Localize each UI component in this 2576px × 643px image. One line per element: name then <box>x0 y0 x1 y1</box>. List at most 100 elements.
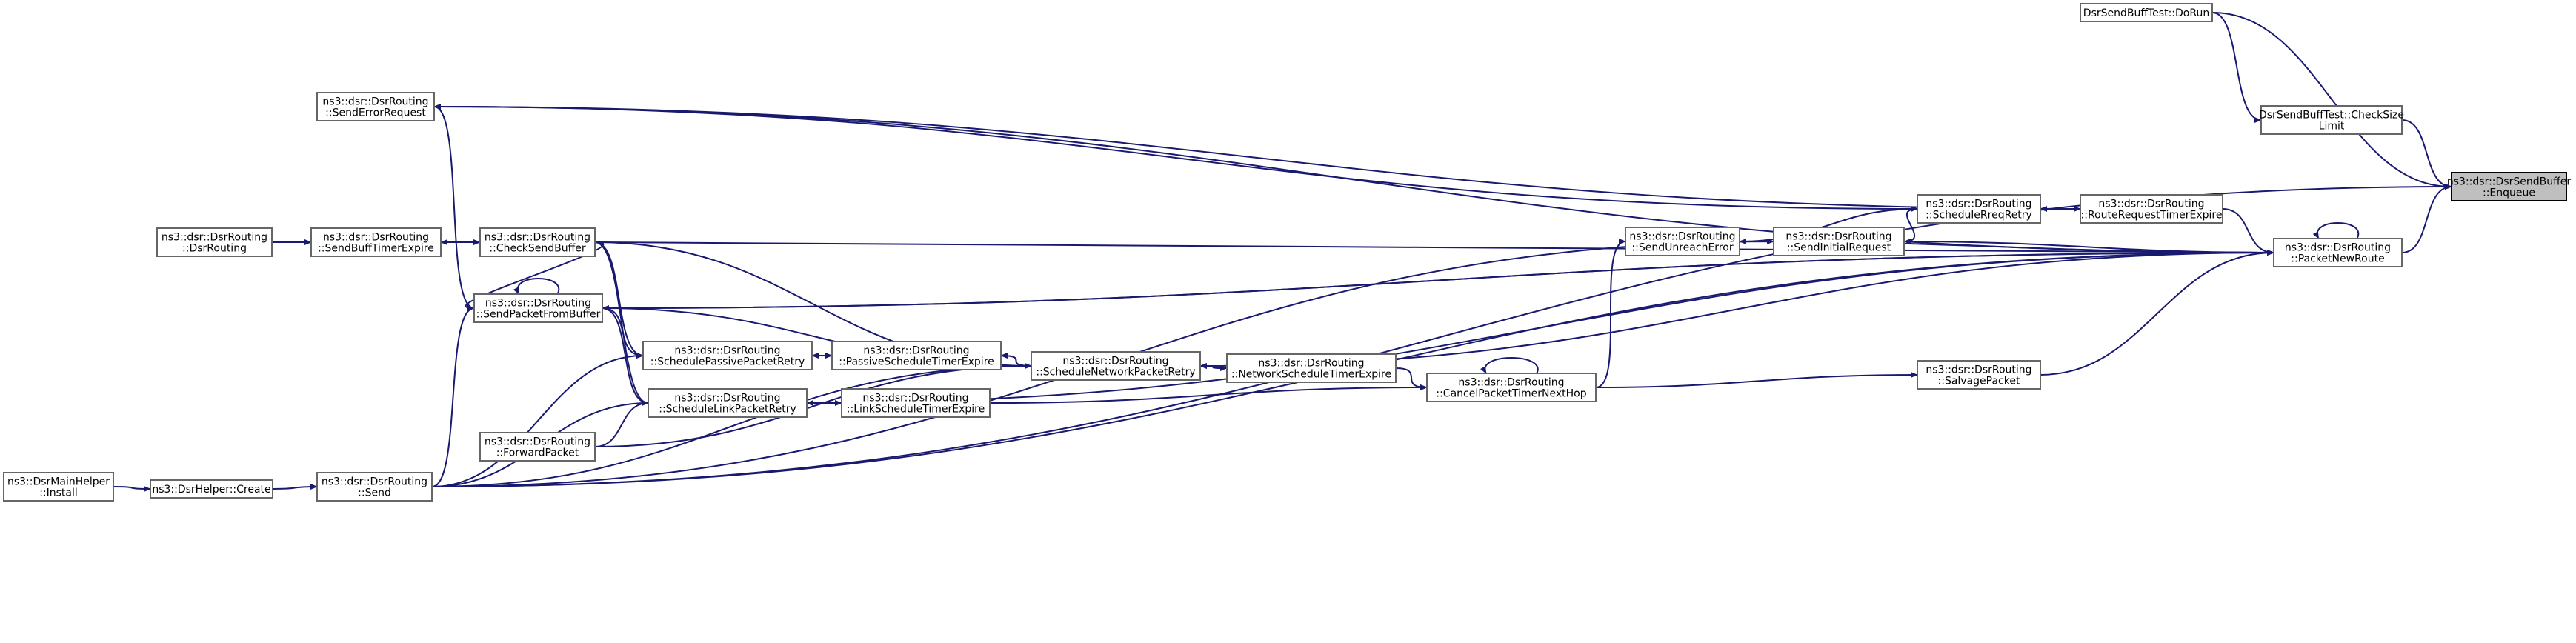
node-cancelPacketTimerNextHop[interactable]: ns3::dsr::DsrRouting::CancelPacketTimerN… <box>1426 373 1597 402</box>
node-label-line: ::Install <box>39 487 78 499</box>
call-edge-sendPacketFromBuffer-to-scheduleLinkPacketRetry <box>602 307 649 406</box>
node-label-line: ns3::dsr::DsrRouting <box>322 96 428 108</box>
node-label-line: ns3::dsr::DsrRouting <box>674 345 780 357</box>
node-box <box>841 388 991 418</box>
node-packetNewRoute[interactable]: ns3::dsr::DsrRouting::PacketNewRoute <box>2273 238 2403 267</box>
node-label-line: ns3::dsr::DsrRouting <box>862 393 968 404</box>
node-label-line: ::ForwardPacket <box>496 447 579 459</box>
node-enqueue[interactable]: ns3::dsr::DsrSendBuffer::Enqueue <box>2447 172 2571 201</box>
node-box <box>1426 373 1597 402</box>
node-box <box>1625 227 1740 256</box>
call-edge-scheduleRreqRetry-to-sendErrorRequest <box>433 104 1918 210</box>
node-box <box>2260 105 2403 135</box>
node-box <box>1226 353 1397 383</box>
node-label-line: ns3::dsr::DsrRouting <box>323 232 429 244</box>
node-box <box>1917 360 2041 390</box>
node-box <box>473 293 603 323</box>
node-label-line: ::SendUnreachError <box>1631 242 1733 254</box>
node-label-line: ::SendBuffTimerExpire <box>318 243 434 255</box>
call-edge-packetNewRoute-to-packetNewRoute <box>2312 222 2360 239</box>
node-label-line: ::ScheduleNetworkPacketRetry <box>1036 367 1195 379</box>
node-sendPacketFromBuffer[interactable]: ns3::dsr::DsrRouting::SendPacketFromBuff… <box>473 293 603 323</box>
node-label-line: ::RouteRequestTimerExpire <box>2081 210 2223 221</box>
node-label-line: ns3::dsr::DsrRouting <box>1062 356 1168 367</box>
node-dsrRouting[interactable]: ns3::dsr::DsrRouting::DsrRouting <box>156 227 273 257</box>
node-networkScheduleTimerExpire[interactable]: ns3::dsr::DsrRouting::NetworkScheduleTim… <box>1226 353 1397 383</box>
node-sendUnreachError[interactable]: ns3::dsr::DsrRouting::SendUnreachError <box>1625 227 1740 256</box>
node-label-line: ::NetworkScheduleTimerExpire <box>1231 369 1391 381</box>
node-box <box>648 388 808 418</box>
node-linkScheduleTimerExpire[interactable]: ns3::dsr::DsrRouting::LinkScheduleTimerE… <box>841 388 991 418</box>
call-edge-sendPacketFromBuffer-to-packetNewRoute <box>602 250 2274 309</box>
node-box <box>1917 194 2041 224</box>
node-label-line: ns3::dsr::DsrRouting <box>674 393 780 404</box>
node-box <box>479 432 596 462</box>
node-label-line: ns3::dsr::DsrRouting <box>1926 364 2031 376</box>
node-send[interactable]: ns3::dsr::DsrRouting::Send <box>316 472 433 502</box>
node-dsrHelperCreate[interactable]: ns3::DsrHelper::Create <box>150 479 273 499</box>
node-box <box>156 227 273 257</box>
call-edge-sendPacketFromBuffer-to-sendPacketFromBuffer <box>513 278 560 295</box>
node-scheduleRreqRetry[interactable]: ns3::dsr::DsrRouting::ScheduleRreqRetry <box>1917 194 2041 224</box>
call-edge-send-to-enqueue <box>431 184 2452 487</box>
node-label-line: ns3::DsrHelper::Create <box>152 484 270 496</box>
node-box <box>1031 351 1201 381</box>
node-label-line: ns3::dsr::DsrRouting <box>1629 231 1735 243</box>
node-label-line: DsrSendBuffTest::DoRun <box>2083 7 2209 19</box>
node-forwardPacket[interactable]: ns3::dsr::DsrRouting::ForwardPacket <box>479 432 596 462</box>
call-edge-send-to-sendPacketFromBuffer <box>431 305 475 487</box>
node-label-line: ns3::dsr::DsrRouting <box>1785 231 1891 243</box>
call-edge-routeRequestTimerExpire-to-sendErrorRequest <box>433 104 2081 210</box>
node-label-line: ns3::dsr::DsrRouting <box>485 298 591 310</box>
node-label-line: ns3::dsr::DsrRouting <box>2285 242 2391 254</box>
node-sendBuffTimerExpire[interactable]: ns3::dsr::DsrRouting::SendBuffTimerExpir… <box>310 227 442 257</box>
call-edge-networkScheduleTimerExpire-to-cancelPacketTimerNextHop <box>1395 367 1428 390</box>
call-edge-salvagePacket-to-packetNewRoute <box>2040 250 2274 376</box>
node-label-line: ns3::dsr::DsrRouting <box>863 345 969 357</box>
call-edge-checkSendBuffer-to-sendPacketFromBuffer <box>465 241 605 311</box>
node-box <box>479 227 596 257</box>
node-label-line: ::SendErrorRequest <box>325 107 426 119</box>
node-sendErrorRequest[interactable]: ns3::dsr::DsrRouting::SendErrorRequest <box>316 92 435 121</box>
call-edge-checkSendBuffer-to-scheduleLinkPacketRetry <box>594 241 649 406</box>
node-dsrMainHelperInstall[interactable]: ns3::DsrMainHelper::Install <box>3 472 114 502</box>
node-salvagePacket[interactable]: ns3::dsr::DsrRouting::SalvagePacket <box>1917 360 2041 390</box>
function-nodes: ns3::dsr::DsrSendBuffer::Enqueue DsrSendB… <box>3 3 2571 502</box>
node-label-line: DsrSendBuffTest::CheckSize <box>2259 110 2404 121</box>
node-sendInitialRequest[interactable]: ns3::dsr::DsrRouting::SendInitialRequest <box>1773 227 1905 256</box>
node-label-line: ::CancelPacketTimerNextHop <box>1436 388 1586 400</box>
node-scheduleLinkPacketRetry[interactable]: ns3::dsr::DsrRouting::ScheduleLinkPacket… <box>648 388 808 418</box>
call-edges <box>113 12 2452 492</box>
call-edge-scheduleNetworkPacketRetry-to-passiveScheduleTimerExpire <box>1000 353 1032 367</box>
node-label-line: ns3::dsr::DsrRouting <box>1926 199 2031 210</box>
node-checkSendBuffer[interactable]: ns3::dsr::DsrRouting::CheckSendBuffer <box>479 227 596 257</box>
node-label-line: ::DsrRouting <box>182 243 247 255</box>
call-edge-routeRequestTimerExpire-to-packetNewRoute <box>2222 208 2274 256</box>
node-schedulePassivePacketRetry[interactable]: ns3::dsr::DsrRouting::SchedulePassivePac… <box>642 341 813 370</box>
node-label-line: ns3::dsr::DsrRouting <box>1258 358 1364 370</box>
call-edge-doRun-to-checkSizeLimit <box>2211 12 2262 123</box>
call-edge-checkSendBuffer-to-schedulePassivePacketRetry <box>594 241 644 359</box>
call-edge-linkScheduleTimerExpire-to-cancelPacketTimerNextHop <box>989 384 1428 404</box>
node-box <box>2273 238 2403 267</box>
call-edge-cancelPacketTimerNextHop-to-salvagePacket <box>1595 372 1918 388</box>
call-edge-packetNewRoute-to-enqueue <box>2401 184 2452 253</box>
node-label-line: ns3::dsr::DsrRouting <box>2098 199 2204 210</box>
node-label-line: ns3::dsr::DsrRouting <box>1458 377 1564 389</box>
call-edge-sendErrorRequest-to-packetNewRoute <box>433 106 2274 256</box>
node-label-line: ns3::dsr::DsrRouting <box>322 476 427 488</box>
call-edge-checkSizeLimit-to-enqueue <box>2401 119 2452 190</box>
node-label-line: ns3::dsr::DsrRouting <box>162 232 267 244</box>
call-edge-cancelPacketTimerNextHop-to-cancelPacketTimerNextHop <box>1480 357 1539 374</box>
node-label-line: ::CheckSendBuffer <box>489 243 585 255</box>
node-box <box>2451 172 2567 201</box>
node-label-line: ::SalvagePacket <box>1938 376 2020 387</box>
node-doRun[interactable]: DsrSendBuffTest::DoRun <box>2080 3 2213 22</box>
node-passiveScheduleTimerExpire[interactable]: ns3::dsr::DsrRouting::PassiveScheduleTim… <box>831 341 1002 370</box>
node-box <box>150 479 273 499</box>
node-routeRequestTimerExpire[interactable]: ns3::dsr::DsrRouting::RouteRequestTimerE… <box>2080 194 2223 224</box>
node-scheduleNetworkPacketRetry[interactable]: ns3::dsr::DsrRouting::ScheduleNetworkPac… <box>1031 351 1201 381</box>
node-box <box>316 92 435 121</box>
